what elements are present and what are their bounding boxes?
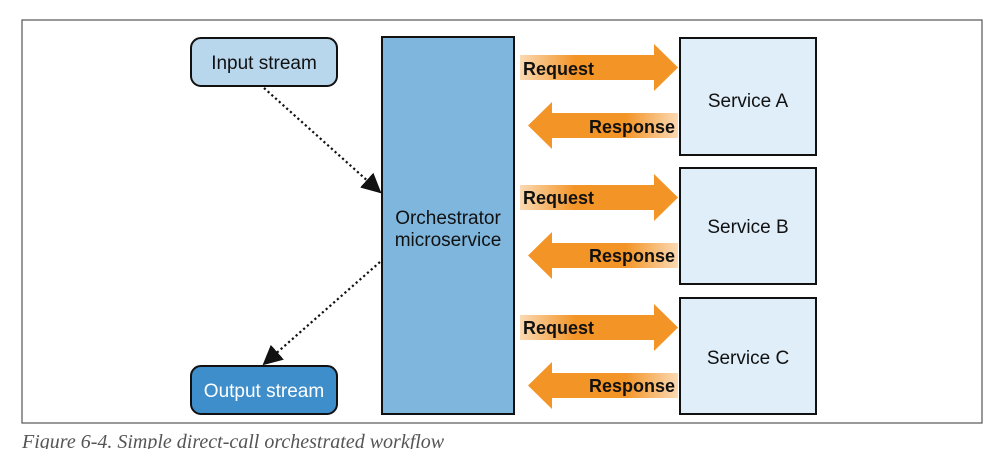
response-label-c: Response bbox=[589, 376, 675, 396]
service-b-group: Service B Request Response bbox=[520, 167, 817, 285]
service-a-box bbox=[679, 37, 817, 156]
service-a-group: Service A Request Response bbox=[520, 37, 817, 156]
service-c-group: Service C Request Response bbox=[520, 297, 817, 415]
output-stream-node: Output stream bbox=[190, 365, 338, 415]
input-to-orchestrator-connector bbox=[263, 87, 382, 194]
input-stream-label: Input stream bbox=[211, 53, 317, 74]
response-arrow-c bbox=[528, 362, 678, 409]
service-b-label: Service B bbox=[707, 217, 788, 238]
output-stream-label: Output stream bbox=[204, 381, 324, 402]
request-label-a: Request bbox=[523, 59, 594, 79]
orchestrator-label-line2: microservice bbox=[395, 230, 502, 251]
orchestrator-to-output-connector bbox=[262, 261, 381, 366]
figure-caption: Figure 6-4. Simple direct-call orchestra… bbox=[22, 431, 445, 449]
orchestrator-node: Orchestrator microservice bbox=[381, 36, 515, 415]
service-b-box bbox=[679, 167, 817, 285]
response-label-a: Response bbox=[589, 117, 675, 137]
orchestrator-label-line1: Orchestrator bbox=[395, 208, 501, 229]
response-label-b: Response bbox=[589, 246, 675, 266]
service-a-label: Service A bbox=[708, 91, 789, 112]
request-arrow-a bbox=[520, 44, 678, 91]
response-arrow-a bbox=[528, 102, 678, 149]
service-c-box bbox=[679, 297, 817, 415]
service-c-label: Service C bbox=[707, 348, 789, 369]
request-arrow-c bbox=[520, 304, 678, 351]
input-stream-node: Input stream bbox=[190, 37, 338, 87]
request-label-b: Request bbox=[523, 188, 594, 208]
request-arrow-b bbox=[520, 174, 678, 221]
request-label-c: Request bbox=[523, 318, 594, 338]
response-arrow-b bbox=[528, 232, 678, 279]
